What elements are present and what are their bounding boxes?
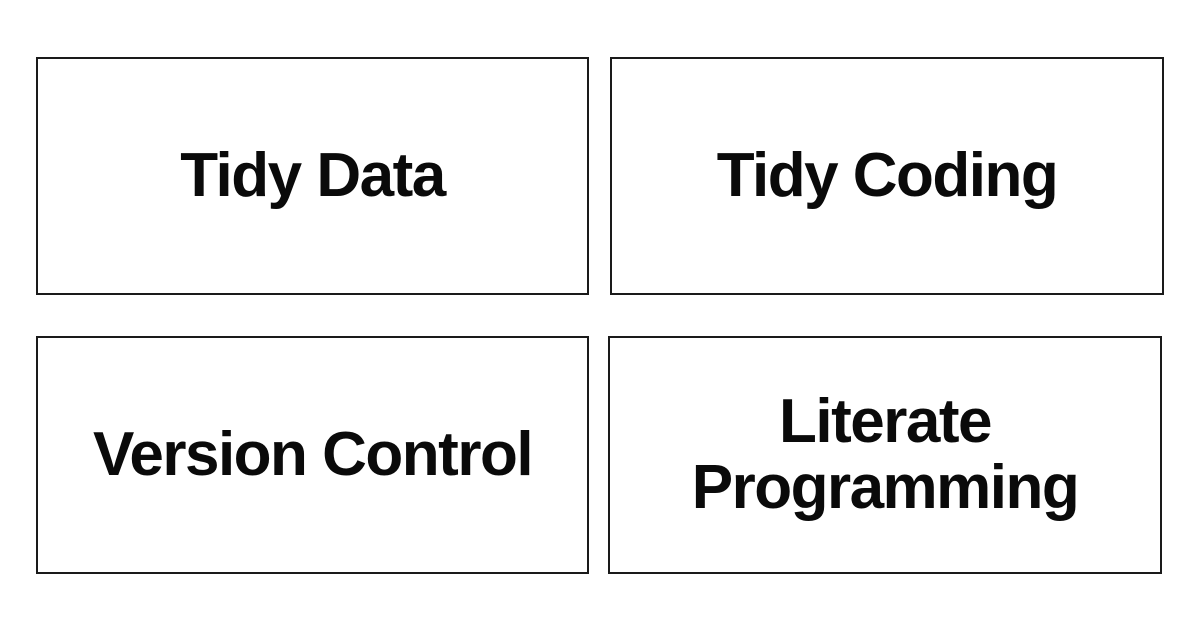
tile-literate-programming: Literate Programming <box>608 336 1162 574</box>
tile-tidy-coding: Tidy Coding <box>610 57 1164 295</box>
tile-label: Version Control <box>92 420 534 489</box>
tile-tidy-data: Tidy Data <box>36 57 589 295</box>
tile-label: Tidy Data <box>180 141 446 210</box>
tile-version-control: Version Control <box>36 336 589 574</box>
tile-label: Tidy Coding <box>716 141 1059 210</box>
tile-label: Literate Programming <box>691 387 1080 522</box>
